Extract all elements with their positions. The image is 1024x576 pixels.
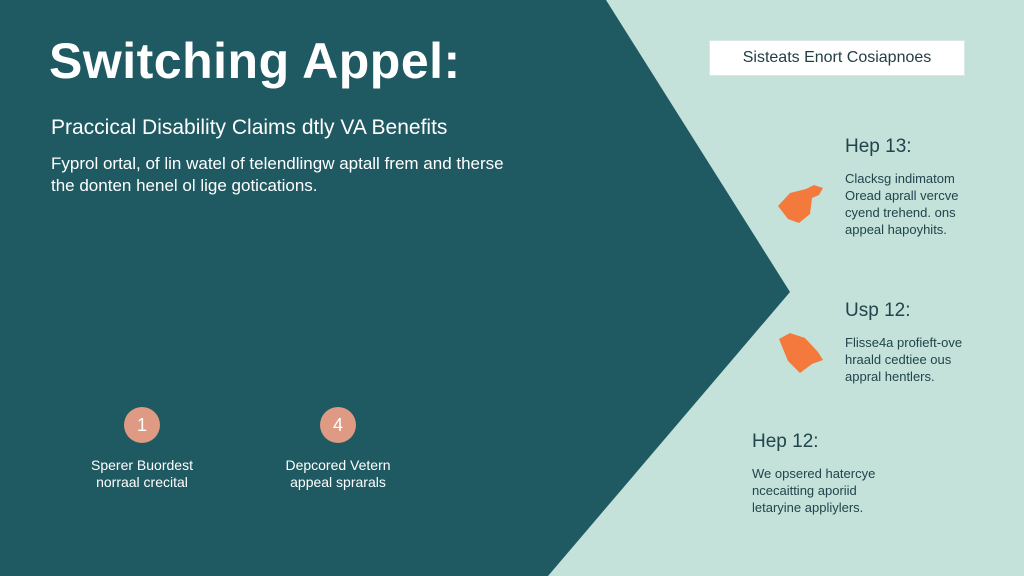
step-label-line: norraal crecital — [96, 474, 188, 490]
hand-pointer-icon — [779, 333, 823, 373]
info-line: ncecaitting aporiid — [752, 483, 857, 498]
info-heading: Hep 13: — [845, 136, 912, 157]
info-line: Oread aprall vercve — [845, 188, 959, 203]
step-label-line: Sperer Buordest — [91, 457, 193, 473]
info-heading: Usp 12: — [845, 300, 911, 321]
info-line: letaryine appliylers. — [752, 500, 864, 515]
step-label-line: appeal sprarals — [290, 474, 386, 490]
slide-description: Fyprol ortal, of lin watel of telendling… — [51, 153, 611, 197]
description-line: Fyprol ortal, of lin watel of telendling… — [51, 154, 504, 173]
info-line: Flisse4a profieft-ove — [845, 335, 963, 350]
sidebar-info-item: Usp 12: Flisse4a profieft-ove hraald ced… — [845, 300, 962, 385]
sidebar-info-item: Hep 12: We opsered hatercye ncecaitting … — [752, 431, 875, 516]
info-line: hraald cedtiee ous — [845, 352, 952, 367]
info-line: appral hentlers. — [845, 369, 935, 384]
step-number-badge: 4 — [320, 407, 356, 443]
info-text: Clacksg indimatom Oread aprall vercve cy… — [845, 170, 958, 238]
hand-pointer-icon — [778, 185, 823, 223]
info-line: We opsered hatercye — [752, 466, 876, 481]
info-line: cyend trehend. ons — [845, 205, 956, 220]
info-line: Clacksg indimatom — [845, 171, 955, 186]
slide-title: Switching Appel: — [49, 33, 461, 89]
sidebar-header-box: Sisteats Enort Cosiapnoes — [709, 40, 965, 76]
step-label: Sperer Buordest norraal crecital — [52, 457, 232, 491]
step-item: 1 Sperer Buordest norraal crecital — [52, 407, 232, 491]
description-line: the donten henel ol lige gotications. — [51, 176, 318, 195]
info-text: We opsered hatercye ncecaitting aporiid … — [752, 465, 875, 516]
info-line: appeal hapoyhits. — [845, 222, 947, 237]
info-heading: Hep 12: — [752, 431, 819, 452]
slide-subtitle: Praccical Disability Claims dtly VA Bene… — [51, 116, 448, 139]
step-number-badge: 1 — [124, 407, 160, 443]
step-label-line: Depcored Vetern — [285, 457, 391, 473]
info-text: Flisse4a profieft-ove hraald cedtiee ous… — [845, 334, 962, 385]
step-item: 4 Depcored Vetern appeal sprarals — [248, 407, 428, 491]
sidebar-info-item: Hep 13: Clacksg indimatom Oread aprall v… — [845, 136, 958, 238]
step-label: Depcored Vetern appeal sprarals — [248, 457, 428, 491]
